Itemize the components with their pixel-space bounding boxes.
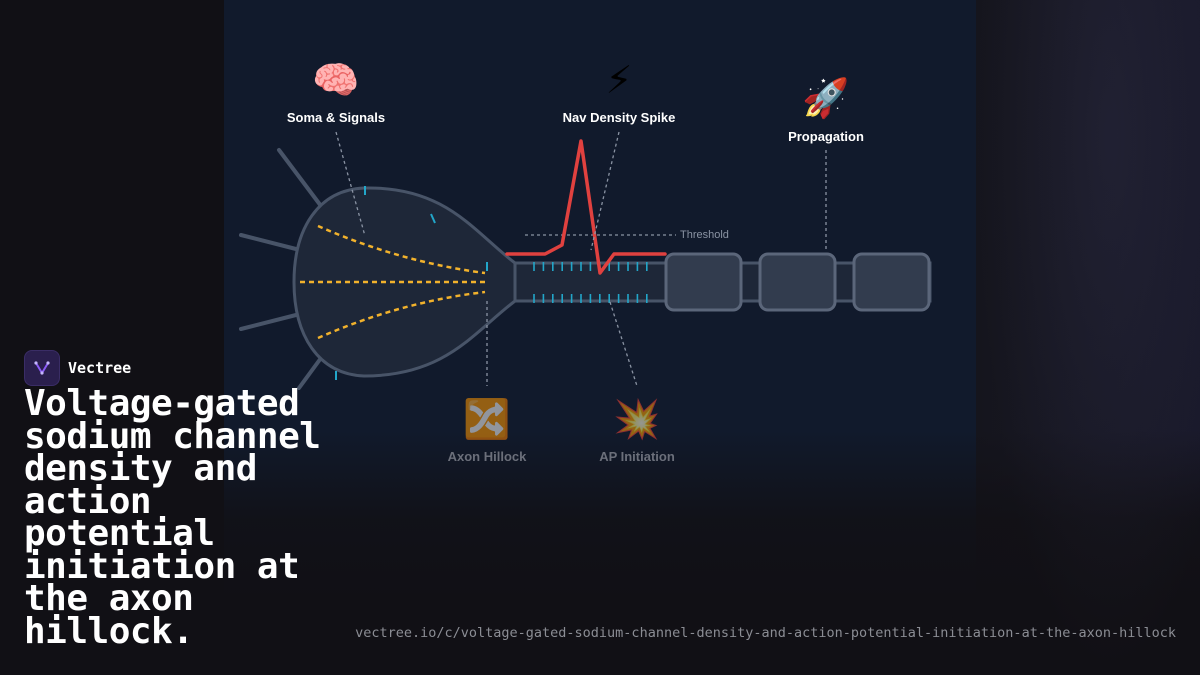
soma-channels — [335, 186, 488, 380]
source-url[interactable]: vectree.io/c/voltage-gated-sodium-channe… — [355, 625, 1176, 641]
myelin-sheaths — [664, 252, 931, 312]
signal-path — [317, 290, 486, 340]
myelin-sheath — [758, 252, 837, 312]
lightning-icon: ⚡ — [605, 58, 633, 102]
label-axon-hillock: Axon Hillock — [447, 449, 527, 464]
brand: Vectree — [24, 350, 131, 386]
label-ap-initiation: AP Initiation — [599, 449, 675, 464]
brand-name: Vectree — [68, 359, 132, 377]
brain-icon: 🧠 — [312, 58, 360, 102]
dendrites — [239, 148, 323, 390]
rocket-icon: 🚀 — [802, 76, 850, 120]
channel-tick — [430, 213, 436, 224]
threshold-label: Threshold — [680, 229, 729, 241]
shuffle-icon: 🔀 — [463, 397, 511, 441]
signal-paths — [300, 224, 486, 340]
dendrite — [277, 148, 323, 208]
myelin-sheath — [852, 252, 931, 312]
vectree-logo-icon — [24, 350, 60, 386]
vectree-logo-glyph — [34, 361, 50, 375]
label-soma: Soma & Signals — [286, 110, 386, 125]
label-nav-spike: Nav Density Spike — [562, 110, 676, 125]
explosion-icon: 💥 — [613, 397, 661, 441]
dendrite — [297, 356, 323, 390]
dendrite — [239, 233, 298, 251]
dendrite — [239, 313, 298, 331]
signal-path — [317, 224, 486, 275]
leader-lines — [335, 131, 827, 387]
leader-line — [590, 131, 620, 251]
background-glow — [976, 0, 1200, 675]
leader-line — [609, 301, 638, 387]
soma — [292, 186, 517, 378]
myelin-sheath — [664, 252, 743, 312]
label-propagation: Propagation — [788, 129, 864, 144]
spike-trace — [505, 139, 667, 275]
page-title: Voltage-gated sodium channel density and… — [24, 383, 321, 652]
